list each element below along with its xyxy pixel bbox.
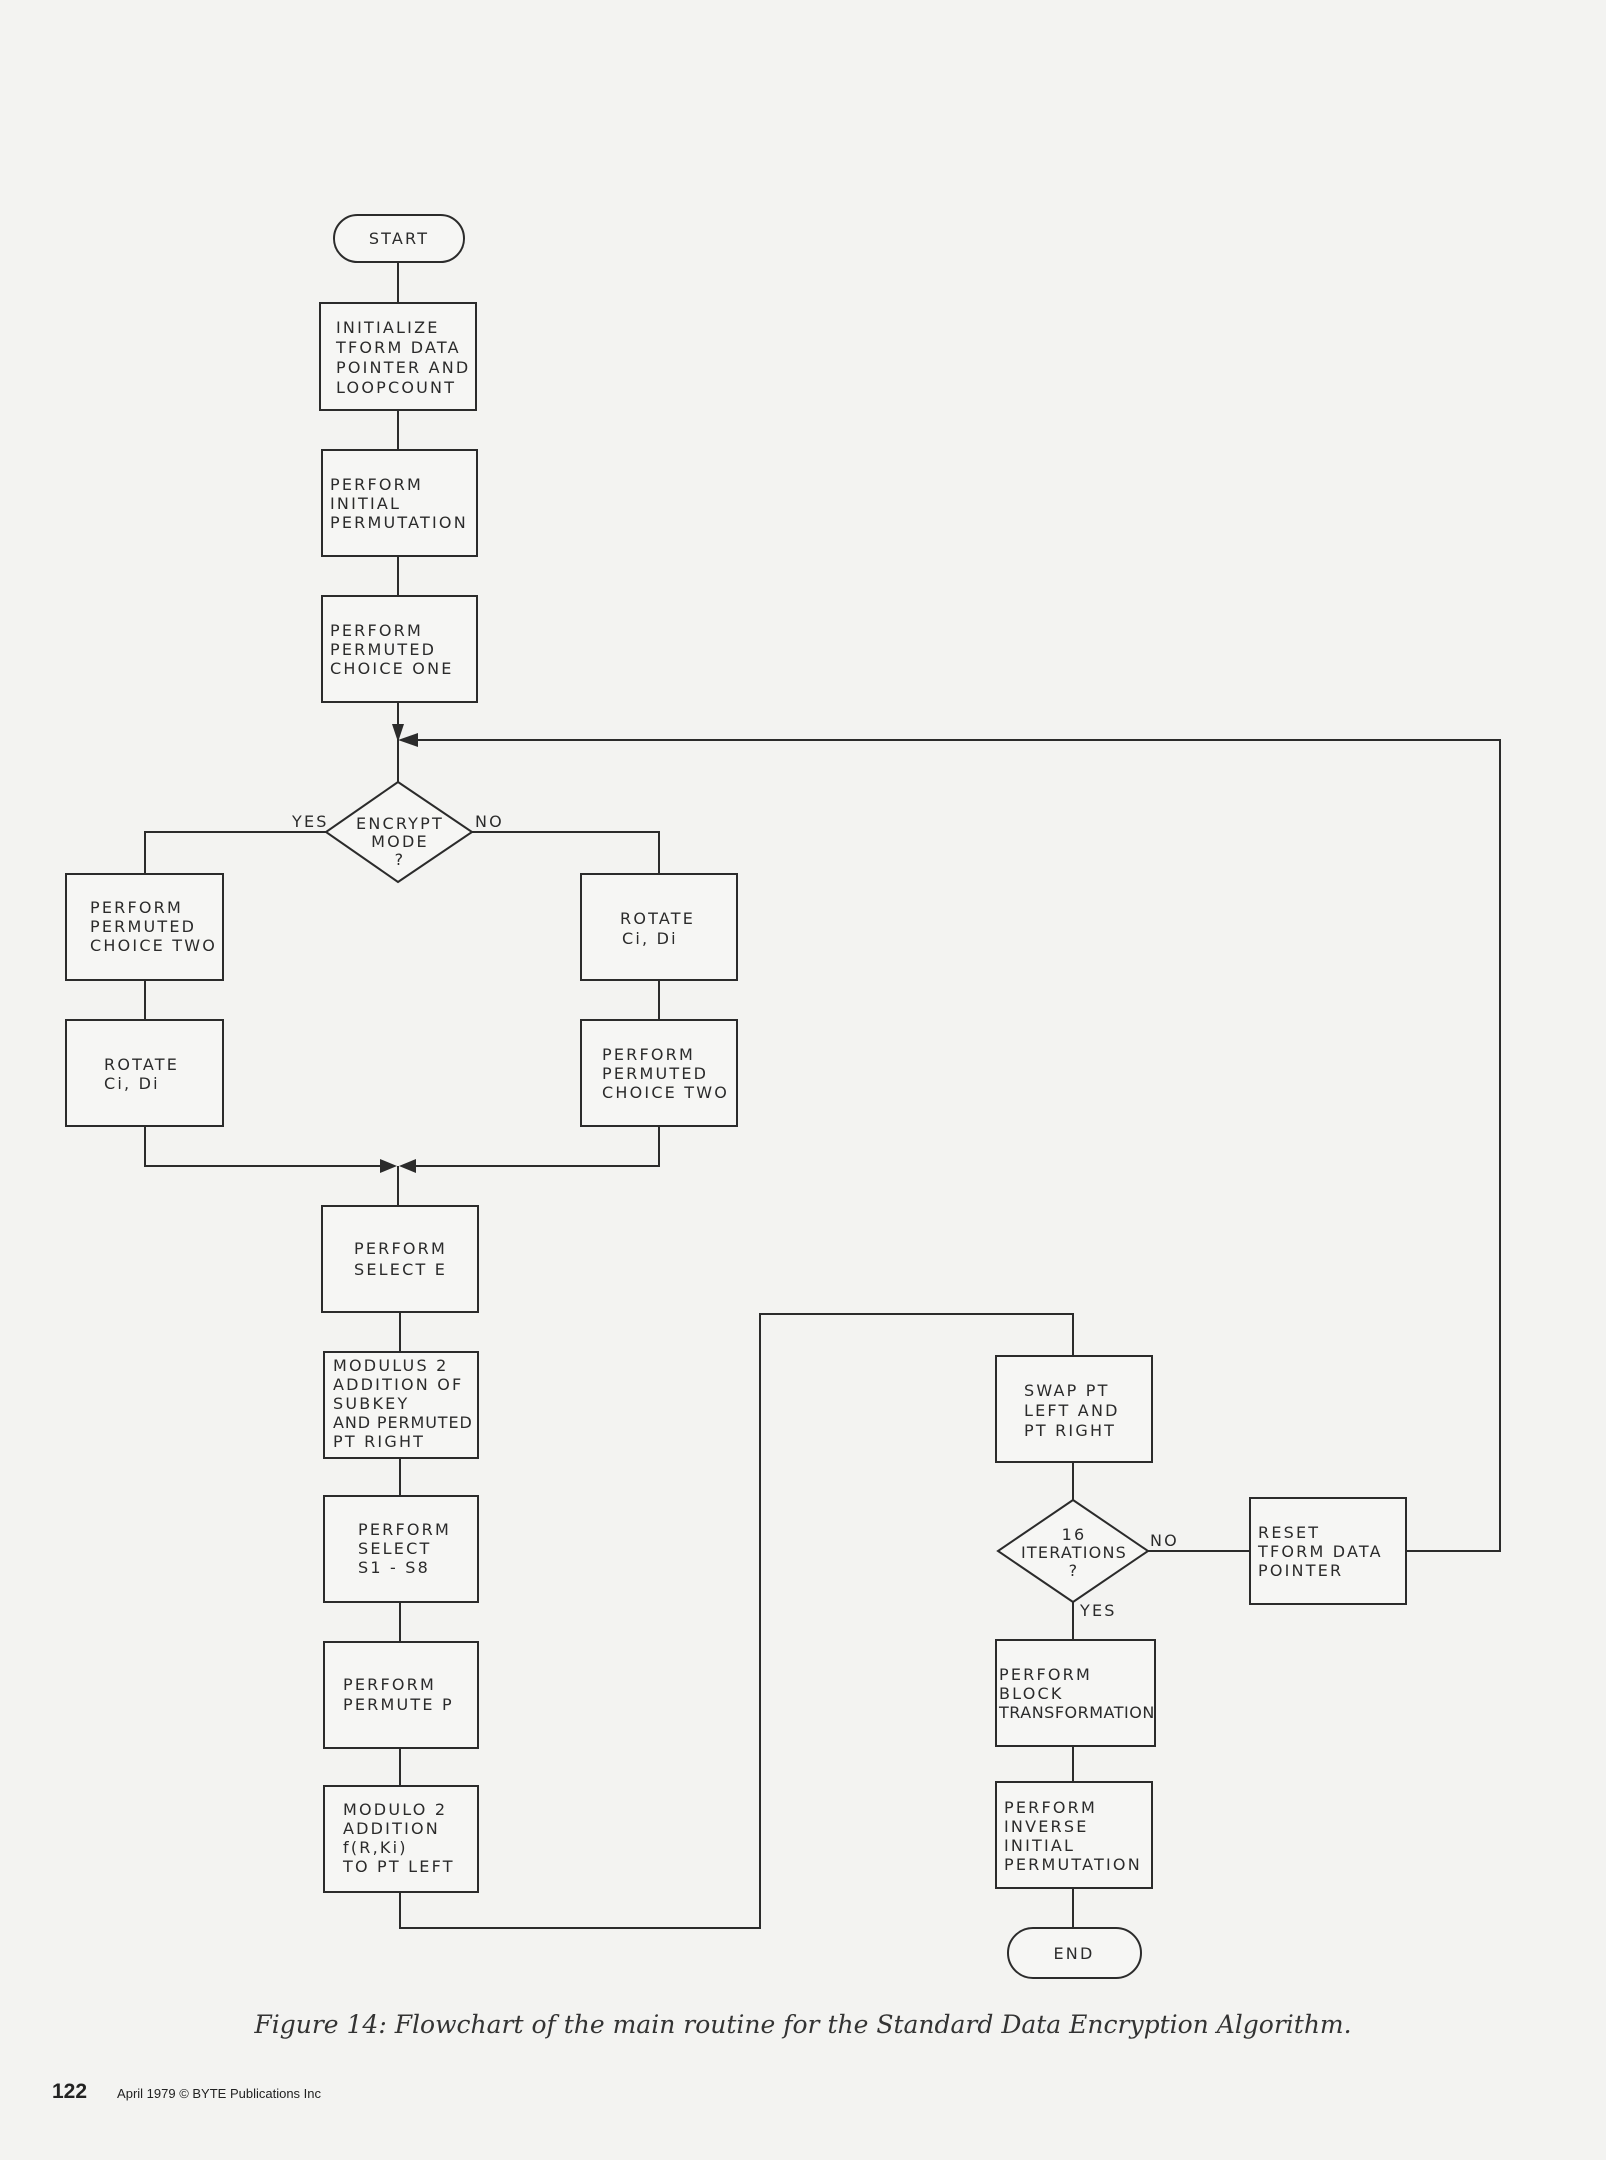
init-line-1: INITIALIZE — [336, 318, 440, 337]
init-line-3: POINTER AND — [336, 358, 470, 377]
iter-yes-label: YES — [1079, 1601, 1117, 1620]
right-rotate-line-2: Ci, Di — [622, 929, 678, 948]
swap-line-1: SWAP PT — [1024, 1381, 1110, 1400]
right-pc2-line-2: PERMUTED — [602, 1064, 708, 1083]
encrypt-no-label: NO — [475, 812, 504, 831]
mod2-subkey-line-5: PT RIGHT — [333, 1432, 425, 1451]
left-pc2-line-2: PERMUTED — [90, 917, 196, 936]
publication-line: April 1979 © BYTE Publications Inc — [117, 2086, 322, 2101]
inverse-initial-permutation-box: PERFORM INVERSE INITIAL PERMUTATION — [995, 1781, 1153, 1889]
iter-line-1: 16 — [1062, 1525, 1087, 1544]
mod2-f-line-2: ADDITION — [343, 1819, 440, 1838]
arrow-into-decision — [392, 724, 404, 742]
mod2-subkey-line-2: ADDITION OF — [333, 1375, 463, 1394]
initial-permutation-box: PERFORM INITIAL PERMUTATION — [321, 449, 478, 557]
encrypt-line-2: MODE — [371, 832, 429, 851]
encrypt-line-1: ENCRYPT — [356, 814, 444, 833]
iterations-decision: 16 ITERATIONS ? NO YES — [996, 1498, 1179, 1620]
left-rotate-line-2: Ci, Di — [104, 1074, 160, 1093]
block-line-3: TRANSFORMATION — [998, 1703, 1155, 1722]
permute-p-box: PERFORM PERMUTE P — [323, 1641, 479, 1749]
inv-ip-line-4: PERMUTATION — [1004, 1855, 1142, 1874]
iter-line-2: ITERATIONS — [1021, 1543, 1127, 1562]
permuted-choice-one-box: PERFORM PERMUTED CHOICE ONE — [321, 595, 478, 703]
swap-box: SWAP PT LEFT AND PT RIGHT — [995, 1355, 1153, 1463]
reset-box: RESET TFORM DATA POINTER — [1249, 1497, 1407, 1605]
reset-line-3: POINTER — [1258, 1561, 1343, 1580]
encrypt-yes-label: YES — [291, 812, 329, 831]
mod2-subkey-line-4: AND PERMUTED — [333, 1413, 473, 1432]
inv-ip-line-3: INITIAL — [1004, 1836, 1075, 1855]
right-rotate-line-1: ROTATE — [620, 909, 695, 928]
ip-line-3: PERMUTATION — [330, 513, 468, 532]
reset-line-1: RESET — [1258, 1523, 1320, 1542]
flowchart: START INITIALIZE TFORM DATA POINTER AND … — [65, 214, 1501, 1979]
inv-ip-line-2: INVERSE — [1004, 1817, 1089, 1836]
arrow-loop-return — [398, 733, 418, 747]
iter-no-label: NO — [1150, 1531, 1179, 1550]
start-terminal: START — [333, 214, 465, 263]
arrow-merge-right — [399, 1159, 416, 1173]
pc1-line-2: PERMUTED — [330, 640, 436, 659]
left-rotate-box: ROTATE Ci, Di — [65, 1019, 224, 1127]
select-e-box: PERFORM SELECT E — [321, 1205, 479, 1313]
page-footer: 122 April 1979 © BYTE Publications Inc — [52, 2080, 321, 2104]
init-line-2: TFORM DATA — [335, 338, 461, 357]
mod2-f-line-1: MODULO 2 — [343, 1800, 447, 1819]
select-s-line-1: PERFORM — [358, 1520, 451, 1539]
modulus-2-subkey-box: MODULUS 2 ADDITION OF SUBKEY AND PERMUTE… — [323, 1351, 479, 1459]
modulo-2-f-box: MODULO 2 ADDITION f(R,Ki) TO PT LEFT — [323, 1785, 479, 1893]
right-pc2-line-3: CHOICE TWO — [602, 1083, 729, 1102]
start-label: START — [369, 229, 429, 248]
right-rotate-box: ROTATE Ci, Di — [580, 873, 738, 981]
page-number: 122 — [52, 2080, 88, 2103]
mod2-f-line-3: f(R,Ki) — [343, 1838, 408, 1857]
left-pc2-line-3: CHOICE TWO — [90, 936, 217, 955]
mod2-subkey-line-3: SUBKEY — [333, 1394, 409, 1413]
figure-caption: Figure 14: Flowchart of the main routine… — [254, 2010, 1352, 2039]
mod2-f-line-4: TO PT LEFT — [342, 1857, 455, 1876]
right-permuted-choice-two-box: PERFORM PERMUTED CHOICE TWO — [580, 1019, 738, 1127]
left-pc2-line-1: PERFORM — [90, 898, 183, 917]
end-label: END — [1054, 1944, 1095, 1963]
select-e-line-1: PERFORM — [354, 1239, 447, 1258]
swap-line-2: LEFT AND — [1024, 1401, 1120, 1420]
arrowheads — [380, 724, 418, 1173]
select-e-line-2: SELECT E — [354, 1260, 447, 1279]
right-pc2-line-1: PERFORM — [602, 1045, 695, 1064]
inv-ip-line-1: PERFORM — [1004, 1798, 1097, 1817]
select-s-line-3: S1 - S8 — [358, 1558, 430, 1577]
encrypt-mode-decision: ENCRYPT MODE ? YES NO — [291, 780, 504, 884]
permute-p-line-1: PERFORM — [343, 1675, 436, 1694]
ip-line-2: INITIAL — [330, 494, 401, 513]
arrow-merge-left — [380, 1159, 397, 1173]
connectors — [144, 262, 1501, 1929]
left-permuted-choice-two-box: PERFORM PERMUTED CHOICE TWO — [65, 873, 224, 981]
end-terminal: END — [1007, 1927, 1142, 1979]
pc1-line-3: CHOICE ONE — [330, 659, 454, 678]
left-rotate-line-1: ROTATE — [104, 1055, 179, 1074]
encrypt-line-3: ? — [395, 850, 406, 869]
select-s-box: PERFORM SELECT S1 - S8 — [323, 1495, 479, 1603]
permute-p-line-2: PERMUTE P — [343, 1695, 454, 1714]
init-line-4: LOOPCOUNT — [336, 378, 456, 397]
select-s-line-2: SELECT — [358, 1539, 431, 1558]
block-line-1: PERFORM — [999, 1665, 1092, 1684]
swap-line-3: PT RIGHT — [1024, 1421, 1116, 1440]
reset-line-2: TFORM DATA — [1257, 1542, 1383, 1561]
block-line-2: BLOCK — [999, 1684, 1064, 1703]
ip-line-1: PERFORM — [330, 475, 423, 494]
pc1-line-1: PERFORM — [330, 621, 423, 640]
init-box: INITIALIZE TFORM DATA POINTER AND LOOPCO… — [319, 302, 477, 411]
block-transformation-box: PERFORM BLOCK TRANSFORMATION — [995, 1639, 1156, 1747]
mod2-subkey-line-1: MODULUS 2 — [333, 1356, 448, 1375]
iter-line-3: ? — [1069, 1561, 1080, 1580]
